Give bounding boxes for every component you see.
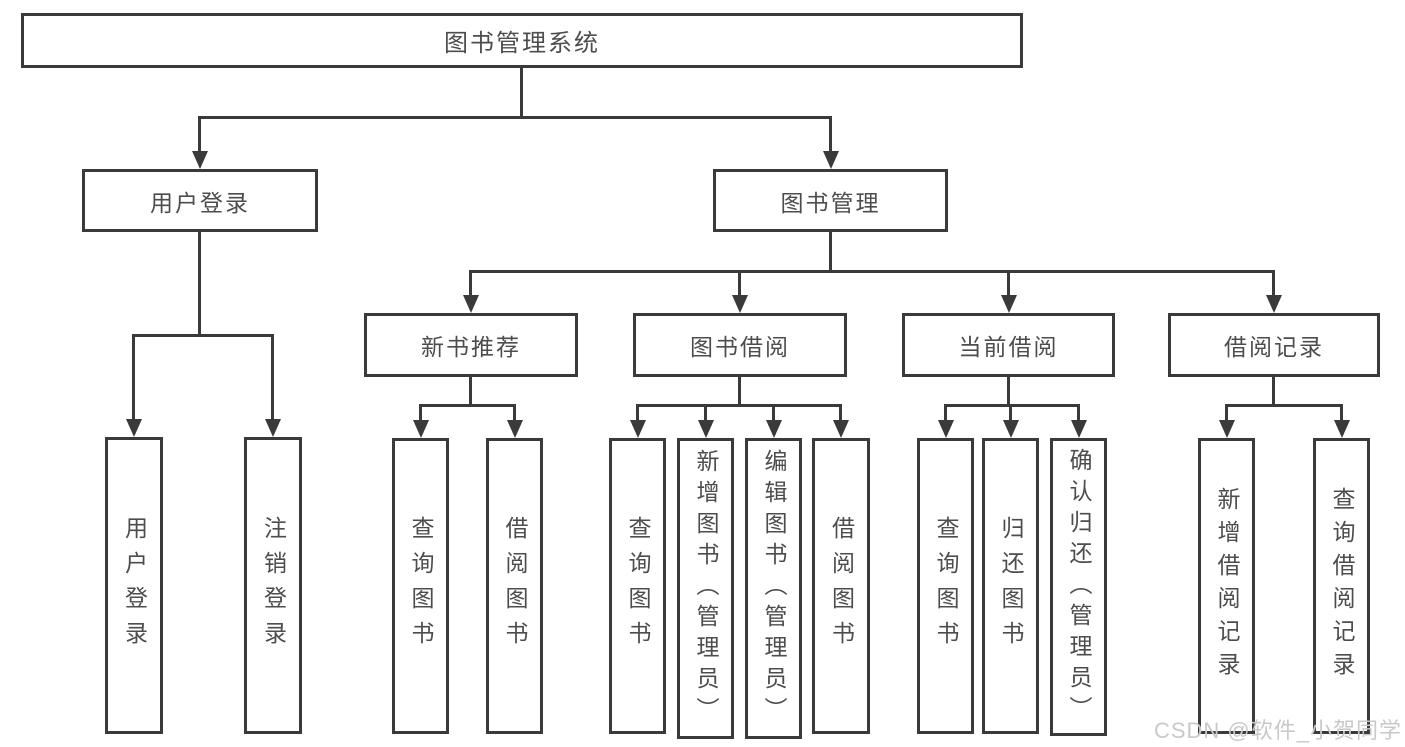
connector <box>419 404 422 422</box>
connector <box>1340 404 1343 422</box>
connector <box>772 404 775 422</box>
node-leaf-add-borrow-record: 新增借阅记录 <box>1198 438 1255 734</box>
arrow-icon <box>413 420 429 438</box>
node-leaf-logout: 注销登录 <box>244 437 302 734</box>
node-new-book-recommend: 新书推荐 <box>364 313 578 377</box>
connector <box>1272 377 1275 406</box>
node-leaf-query-books-1: 查询图书 <box>392 438 449 734</box>
arrow-icon <box>823 151 839 169</box>
connector <box>469 270 1275 273</box>
connector <box>738 270 741 298</box>
node-current-borrowing: 当前借阅 <box>902 313 1115 377</box>
arrow-icon <box>126 419 142 437</box>
connector <box>1225 404 1343 407</box>
arrow-icon <box>833 420 849 438</box>
node-leaf-borrow-books-1: 借阅图书 <box>486 438 543 734</box>
arrow-icon <box>1003 420 1019 438</box>
arrow-icon <box>463 295 479 313</box>
node-root-library-system: 图书管理系统 <box>21 13 1023 68</box>
arrow-icon <box>698 420 714 438</box>
arrow-icon <box>1001 295 1017 313</box>
node-leaf-borrow-books-2: 借阅图书 <box>812 438 870 734</box>
arrow-icon <box>192 151 208 169</box>
node-book-management: 图书管理 <box>713 169 948 232</box>
arrow-icon <box>732 295 748 313</box>
connector <box>1225 404 1228 422</box>
connector <box>1009 404 1012 422</box>
connector <box>198 116 201 154</box>
csdn-watermark: CSDN @软件_小贺同学 <box>1153 718 1402 743</box>
arrow-icon <box>507 420 523 438</box>
node-leaf-query-books-2: 查询图书 <box>609 438 666 734</box>
connector <box>738 377 741 406</box>
node-borrow-records: 借阅记录 <box>1168 313 1380 377</box>
connector <box>1272 270 1275 298</box>
node-leaf-return-books: 归还图书 <box>982 438 1039 734</box>
node-leaf-add-books-admin: 新增图书（管理员） <box>677 438 734 739</box>
connector <box>198 232 201 336</box>
arrow-icon <box>630 420 646 438</box>
node-leaf-confirm-return-admin: 确认归还（管理员） <box>1050 438 1107 736</box>
arrow-icon <box>766 420 782 438</box>
arrow-icon <box>265 419 281 437</box>
node-leaf-query-books-3: 查询图书 <box>917 438 974 734</box>
arrow-icon <box>1071 420 1087 438</box>
connector <box>839 404 842 422</box>
connector <box>636 404 842 407</box>
connector <box>469 270 472 298</box>
node-leaf-query-borrow-record: 查询借阅记录 <box>1313 438 1370 734</box>
arrow-icon <box>938 420 954 438</box>
arrow-icon <box>1266 295 1282 313</box>
connector <box>1007 270 1010 298</box>
connector <box>419 404 516 407</box>
connector <box>271 334 274 422</box>
connector <box>132 334 135 422</box>
connector <box>636 404 639 422</box>
connector <box>1077 404 1080 422</box>
connector <box>1007 377 1010 406</box>
node-leaf-user-login: 用户登录 <box>105 437 163 734</box>
node-leaf-edit-books-admin: 编辑图书（管理员） <box>745 438 802 739</box>
arrow-icon <box>1334 420 1350 438</box>
connector <box>198 116 832 119</box>
connector <box>469 377 472 406</box>
connector <box>704 404 707 422</box>
arrow-icon <box>1219 420 1235 438</box>
connector <box>944 404 1080 407</box>
connector <box>513 404 516 422</box>
node-book-borrowing: 图书借阅 <box>633 313 847 377</box>
connector <box>520 68 523 119</box>
connector <box>944 404 947 422</box>
connector <box>829 232 832 272</box>
connector <box>829 116 832 154</box>
node-user-login: 用户登录 <box>82 169 318 232</box>
connector <box>132 334 274 337</box>
